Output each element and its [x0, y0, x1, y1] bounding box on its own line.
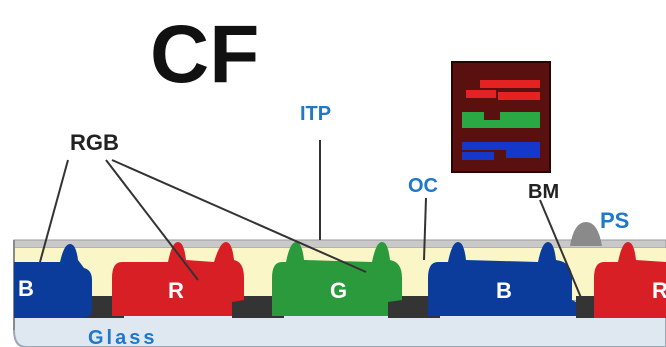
- rgb-label: RGB: [70, 130, 119, 155]
- itp-label: ITP: [300, 103, 331, 125]
- inset-green-bars: [462, 112, 540, 128]
- color-filter-green: [272, 242, 402, 316]
- photo-spacer: [570, 222, 602, 246]
- diagram-title: CF: [150, 9, 259, 100]
- ps-label: PS: [600, 208, 629, 233]
- segment-label-red: R: [652, 278, 666, 303]
- glass-label: Glass: [88, 327, 157, 347]
- segment-label-red: R: [168, 278, 184, 303]
- segment-label-green: G: [330, 278, 347, 303]
- inset-blue-bars: [462, 142, 540, 160]
- leader-lines: [39, 140, 583, 301]
- oc-label: OC: [408, 175, 438, 197]
- inset-red-bars: [466, 80, 540, 100]
- color-filter-red: [594, 242, 666, 318]
- color-filter-blue: [14, 244, 92, 318]
- black-matrix: [232, 296, 284, 318]
- color-filter-red: [112, 242, 244, 316]
- itp-layer: [13, 239, 666, 249]
- bm-label: BM: [528, 181, 559, 203]
- segment-label-blue: B: [18, 276, 34, 301]
- color-filter-blue: [428, 242, 576, 316]
- black-matrix: [388, 296, 440, 318]
- segment-label-blue: B: [496, 278, 512, 303]
